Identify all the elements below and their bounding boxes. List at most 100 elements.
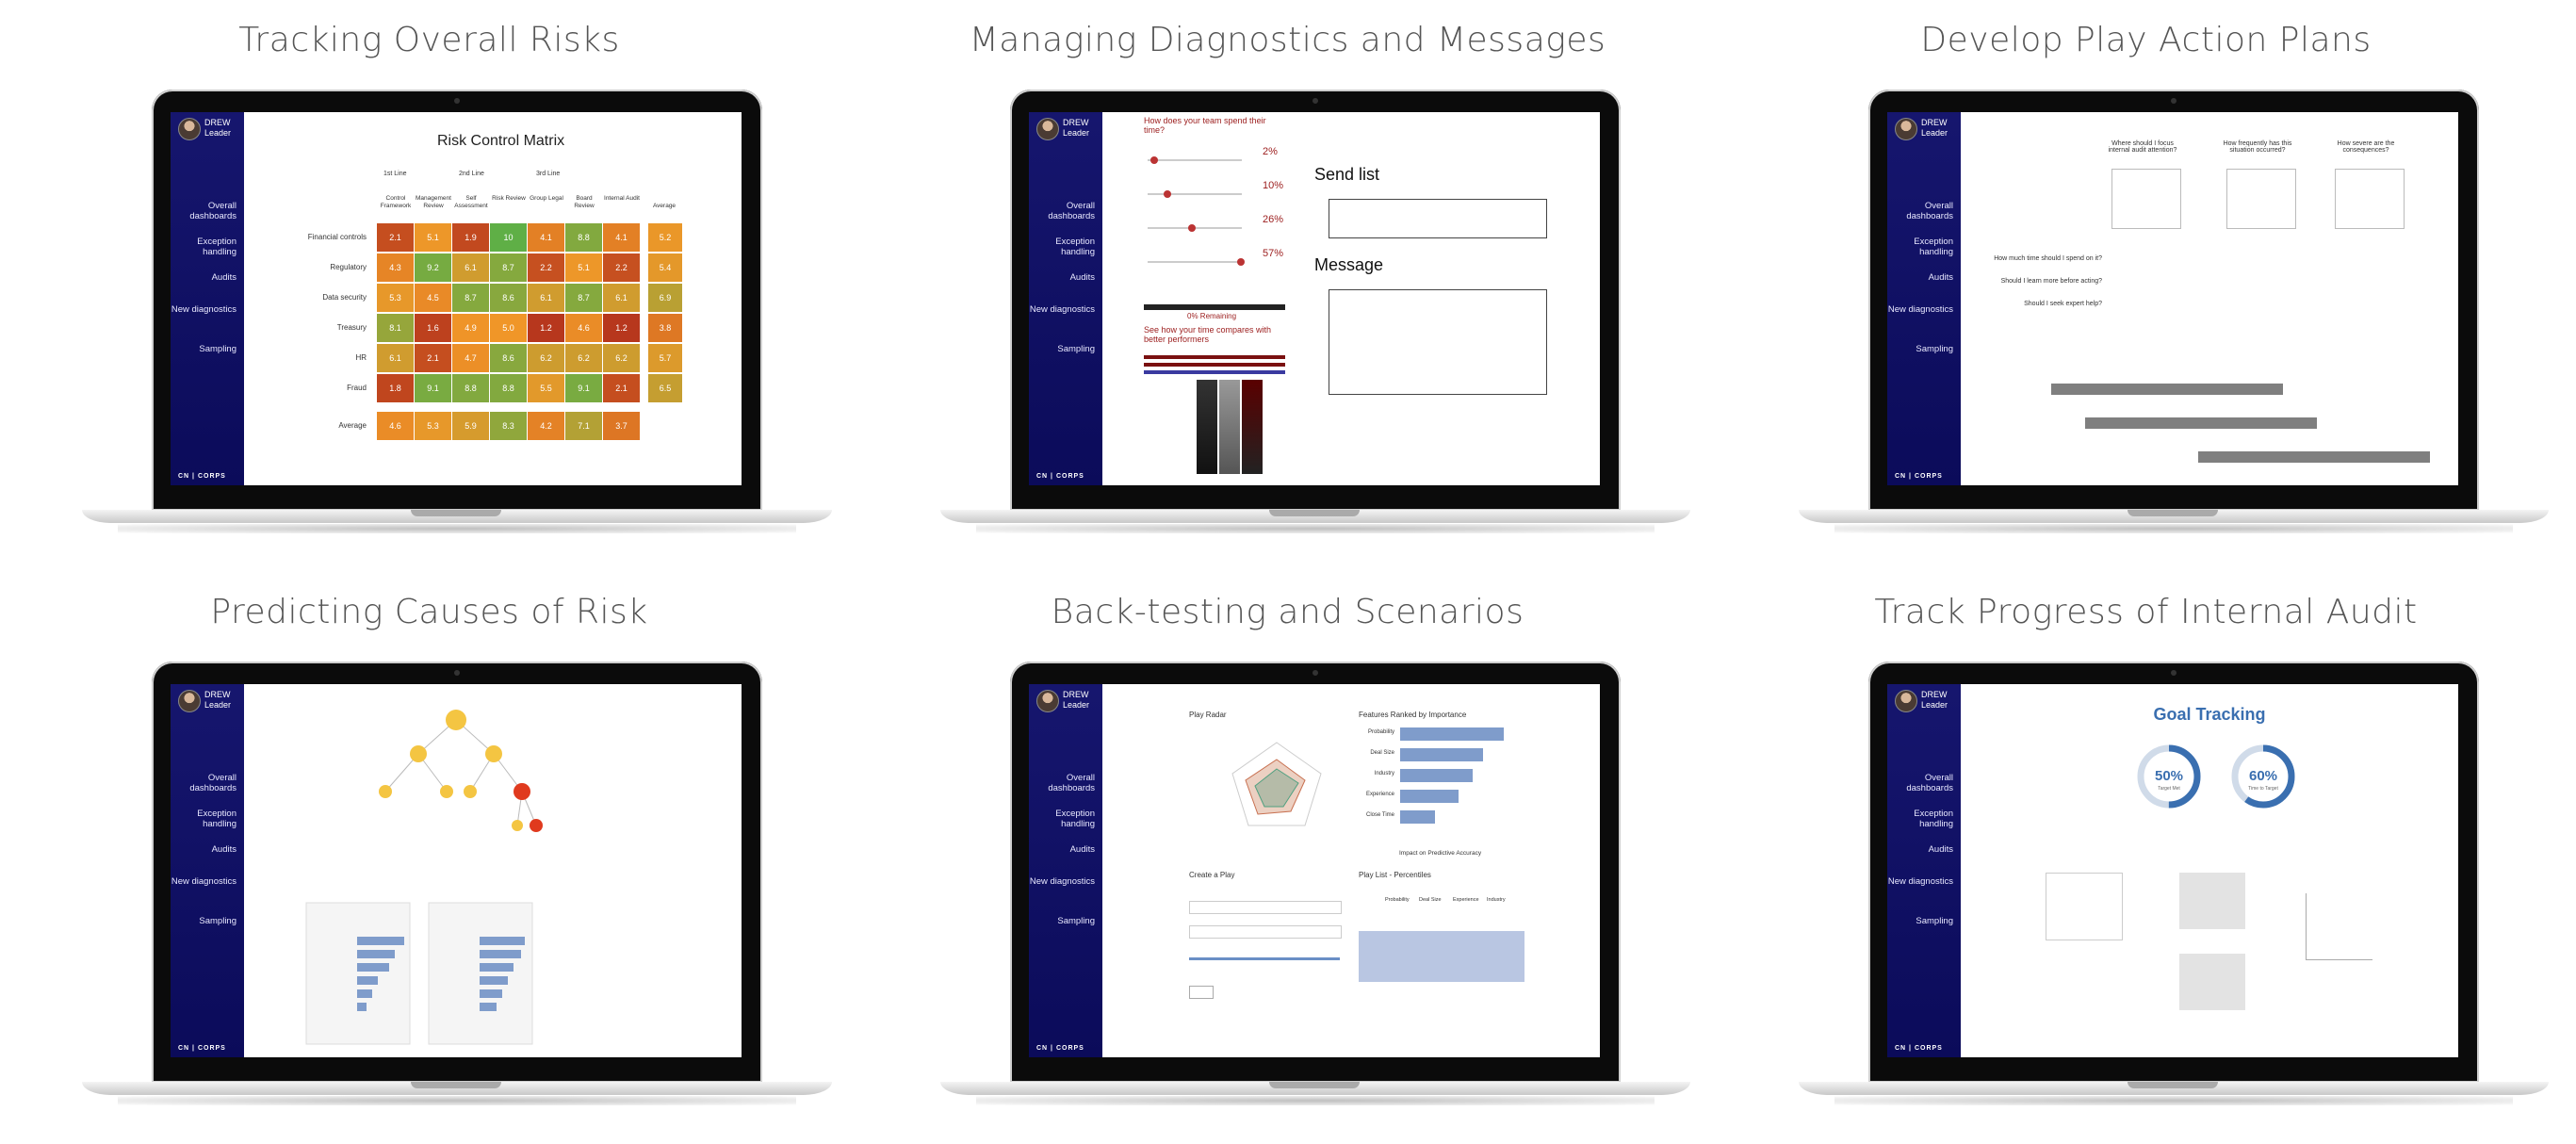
nav-exception-handling[interactable]: Exception handling <box>197 809 236 829</box>
tree-node[interactable] <box>485 745 502 762</box>
matrix-cell[interactable]: 8.8 <box>490 374 527 402</box>
matrix-cell[interactable]: 1.8 <box>377 374 414 402</box>
matrix-cell[interactable]: 8.8 <box>452 374 489 402</box>
slider-track[interactable] <box>1148 159 1242 161</box>
feature-bar[interactable] <box>1400 769 1473 782</box>
matrix-cell[interactable]: 4.2 <box>528 412 564 440</box>
matrix-cell[interactable]: 2.1 <box>415 344 451 372</box>
matrix-cell[interactable]: 5.3 <box>415 412 451 440</box>
matrix-cell[interactable]: 9.1 <box>565 374 602 402</box>
matrix-cell[interactable]: 5.0 <box>490 314 527 342</box>
nav-exception-handling[interactable]: Exception handling <box>1914 237 1953 257</box>
nav-exception-handling[interactable]: Exception handling <box>1055 237 1095 257</box>
matrix-cell[interactable]: 8.7 <box>490 253 527 282</box>
average-cell[interactable]: 3.8 <box>648 314 682 342</box>
nav-new-diagnostics[interactable]: New diagnostics <box>1029 304 1095 315</box>
matrix-cell[interactable]: 6.1 <box>603 284 640 312</box>
matrix-cell[interactable]: 9.1 <box>415 374 451 402</box>
nav-overall-dashboards[interactable]: Overall dashboards <box>1048 773 1095 793</box>
average-cell[interactable]: 6.5 <box>648 374 682 402</box>
nav-audits[interactable]: Audits <box>211 844 236 855</box>
play-list-rows[interactable] <box>1359 931 1524 982</box>
matrix-cell[interactable]: 8.7 <box>452 284 489 312</box>
nav-sampling[interactable]: Sampling <box>1916 916 1953 926</box>
matrix-cell[interactable]: 4.6 <box>565 314 602 342</box>
matrix-cell[interactable]: 8.6 <box>490 284 527 312</box>
avatar[interactable] <box>178 690 201 712</box>
tree-node[interactable] <box>446 710 466 730</box>
matrix-cell[interactable]: 8.3 <box>490 412 527 440</box>
matrix-cell[interactable]: 5.1 <box>565 253 602 282</box>
nav-new-diagnostics[interactable]: New diagnostics <box>171 304 236 315</box>
slider-knob[interactable] <box>1150 156 1159 164</box>
avatar[interactable] <box>1036 690 1059 712</box>
slider-track[interactable] <box>1148 193 1242 195</box>
avatar[interactable] <box>1895 118 1917 140</box>
matrix-cell[interactable]: 6.1 <box>528 284 564 312</box>
matrix-cell[interactable]: 1.6 <box>415 314 451 342</box>
matrix-cell[interactable]: 2.2 <box>528 253 564 282</box>
adherence-slider[interactable] <box>1189 957 1340 960</box>
average-cell[interactable]: 6.9 <box>648 284 682 312</box>
matrix-cell[interactable]: 2.1 <box>377 223 414 252</box>
nav-new-diagnostics[interactable]: New diagnostics <box>1887 876 1953 887</box>
tree-node[interactable] <box>379 785 392 798</box>
matrix-cell[interactable]: 6.2 <box>528 344 564 372</box>
matrix-cell[interactable]: 5.5 <box>528 374 564 402</box>
message-textarea[interactable] <box>1329 289 1547 395</box>
matrix-cell[interactable]: 5.3 <box>377 284 414 312</box>
matrix-cell[interactable]: 4.5 <box>415 284 451 312</box>
nav-sampling[interactable]: Sampling <box>1916 344 1953 354</box>
average-cell[interactable]: 5.4 <box>648 253 682 282</box>
tree-node[interactable] <box>410 745 427 762</box>
avatar[interactable] <box>178 118 201 140</box>
tree-node[interactable] <box>440 785 453 798</box>
nav-audits[interactable]: Audits <box>1069 844 1095 855</box>
nav-sampling[interactable]: Sampling <box>1057 916 1095 926</box>
matrix-cell[interactable]: 4.6 <box>377 412 414 440</box>
nav-overall-dashboards[interactable]: Overall dashboards <box>1906 773 1953 793</box>
matrix-cell[interactable]: 6.2 <box>565 344 602 372</box>
feature-bar[interactable] <box>1400 790 1459 803</box>
matrix-cell[interactable]: 4.9 <box>452 314 489 342</box>
feature-bar[interactable] <box>1400 727 1504 741</box>
matrix-cell[interactable]: 5.1 <box>415 223 451 252</box>
matrix-cell[interactable]: 9.2 <box>415 253 451 282</box>
matrix-cell[interactable]: 8.8 <box>565 223 602 252</box>
nav-audits[interactable]: Audits <box>211 272 236 283</box>
slider-knob[interactable] <box>1237 258 1245 266</box>
avatar[interactable] <box>1036 118 1059 140</box>
matrix-cell[interactable]: 2.1 <box>603 374 640 402</box>
tree-node[interactable] <box>514 783 530 800</box>
matrix-cell[interactable]: 6.1 <box>452 253 489 282</box>
average-cell[interactable]: 5.7 <box>648 344 682 372</box>
nav-new-diagnostics[interactable]: New diagnostics <box>1029 876 1095 887</box>
nav-exception-handling[interactable]: Exception handling <box>197 237 236 257</box>
matrix-cell[interactable]: 6.1 <box>377 344 414 372</box>
feature-bar[interactable] <box>1400 810 1435 824</box>
nav-overall-dashboards[interactable]: Overall dashboards <box>1048 201 1095 221</box>
tree-node[interactable] <box>464 785 477 798</box>
submit-button[interactable] <box>1189 986 1214 999</box>
scenario-select-1[interactable] <box>1189 901 1342 914</box>
nav-audits[interactable]: Audits <box>1069 272 1095 283</box>
matrix-cell[interactable]: 8.7 <box>565 284 602 312</box>
slider-knob[interactable] <box>1163 190 1171 198</box>
matrix-cell[interactable]: 4.3 <box>377 253 414 282</box>
nav-overall-dashboards[interactable]: Overall dashboards <box>1906 201 1953 221</box>
nav-sampling[interactable]: Sampling <box>1057 344 1095 354</box>
matrix-cell[interactable]: 7.1 <box>565 412 602 440</box>
slider-track[interactable] <box>1148 261 1242 263</box>
matrix-cell[interactable]: 1.9 <box>452 223 489 252</box>
matrix-cell[interactable]: 8.6 <box>490 344 527 372</box>
feature-bar[interactable] <box>1400 748 1483 761</box>
matrix-cell[interactable]: 10 <box>490 223 527 252</box>
tree-node[interactable] <box>530 819 543 832</box>
nav-audits[interactable]: Audits <box>1928 844 1953 855</box>
send-list-input[interactable] <box>1329 199 1547 238</box>
matrix-cell[interactable]: 1.2 <box>528 314 564 342</box>
nav-sampling[interactable]: Sampling <box>199 916 236 926</box>
nav-audits[interactable]: Audits <box>1928 272 1953 283</box>
matrix-cell[interactable]: 8.1 <box>377 314 414 342</box>
matrix-cell[interactable]: 5.9 <box>452 412 489 440</box>
